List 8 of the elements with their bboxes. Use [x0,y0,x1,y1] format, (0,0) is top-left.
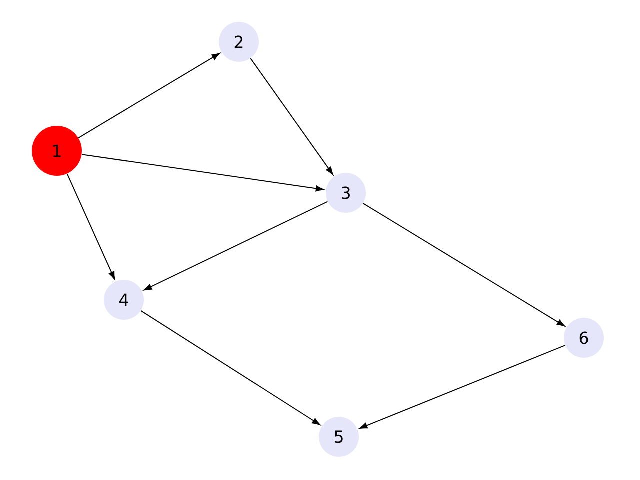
arrow [140,310,320,426]
arrow [359,345,566,430]
arrow [362,203,566,327]
arrow [78,53,220,139]
arrow [66,174,116,280]
arrow [250,58,334,176]
arrow [82,154,324,192]
arrow [144,201,328,291]
